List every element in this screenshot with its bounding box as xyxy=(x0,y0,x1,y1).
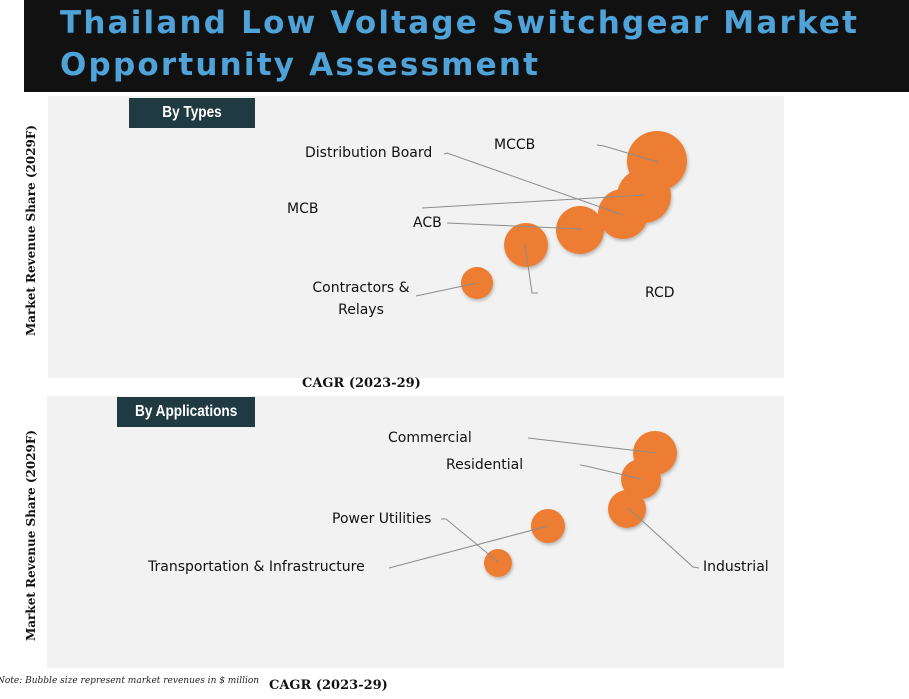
bubble-rcd[interactable] xyxy=(504,223,548,267)
applications-leader-lines xyxy=(388,437,700,569)
label-power-utilities: Power Utilities xyxy=(332,511,432,527)
types-chart-chip: By Types xyxy=(129,98,255,128)
bubble-mccb[interactable] xyxy=(627,131,687,191)
label-contractors-line2: Relays xyxy=(338,302,384,318)
types-leader-lines xyxy=(415,144,659,297)
label-rcd: RCD xyxy=(645,285,675,301)
title-bar: Thailand Low Voltage Switchgear Market O… xyxy=(24,0,909,92)
applications-chart-chip: By Applications xyxy=(117,397,255,427)
label-mccb: MCCB xyxy=(494,137,536,153)
bubble-size-note: Note: Bubble size represent market reven… xyxy=(0,676,260,686)
bubble-transportation-infrastructure[interactable] xyxy=(484,549,512,577)
label-acb: ACB xyxy=(413,215,442,231)
types-bubbles xyxy=(461,131,687,299)
label-residential: Residential xyxy=(446,457,524,473)
label-transportation-infrastructure: Transportation & Infrastructure xyxy=(148,559,365,575)
applications-x-axis-label: CAGR (2023-29) xyxy=(269,678,388,693)
bubble-industrial[interactable] xyxy=(608,490,646,528)
label-industrial: Industrial xyxy=(703,559,769,575)
label-contractors-line1: Contractors & xyxy=(312,280,410,296)
types-x-axis-label: CAGR (2023-29) xyxy=(302,376,421,391)
label-mcb: MCB xyxy=(287,201,319,217)
applications-bubbles xyxy=(484,431,677,577)
bubble-acb[interactable] xyxy=(556,206,604,254)
label-contractors-relays: Contractors & Relays xyxy=(308,277,414,321)
page-title-line2: Opportunity Assessment xyxy=(60,47,541,83)
label-distribution-board: Distribution Board xyxy=(305,145,433,161)
page-title-line1: Thailand Low Voltage Switchgear Market xyxy=(60,5,860,41)
label-commercial: Commercial xyxy=(388,430,472,446)
